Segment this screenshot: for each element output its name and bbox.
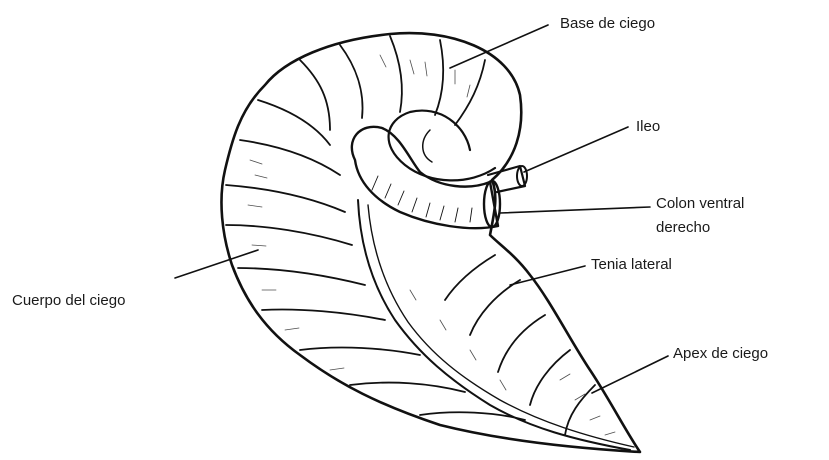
label-tenia-lateral: Tenia lateral xyxy=(591,255,672,274)
cecum-outline xyxy=(221,33,640,452)
leader-ileo xyxy=(524,127,628,172)
label-cuerpo-del-ciego: Cuerpo del ciego xyxy=(12,291,125,310)
haustra-lines xyxy=(226,36,595,435)
label-apex-de-ciego: Apex de ciego xyxy=(673,344,768,363)
label-colon-ventral: Colon ventral xyxy=(656,194,744,213)
spiral-curl xyxy=(389,111,495,181)
leader-cuerpo xyxy=(175,250,258,278)
leader-tenia xyxy=(510,266,585,285)
label-base-de-ciego: Base de ciego xyxy=(560,14,655,33)
leader-apex xyxy=(592,356,668,393)
leader-colon xyxy=(500,207,650,213)
label-ileo: Ileo xyxy=(636,117,660,136)
label-derecho: derecho xyxy=(656,218,710,237)
